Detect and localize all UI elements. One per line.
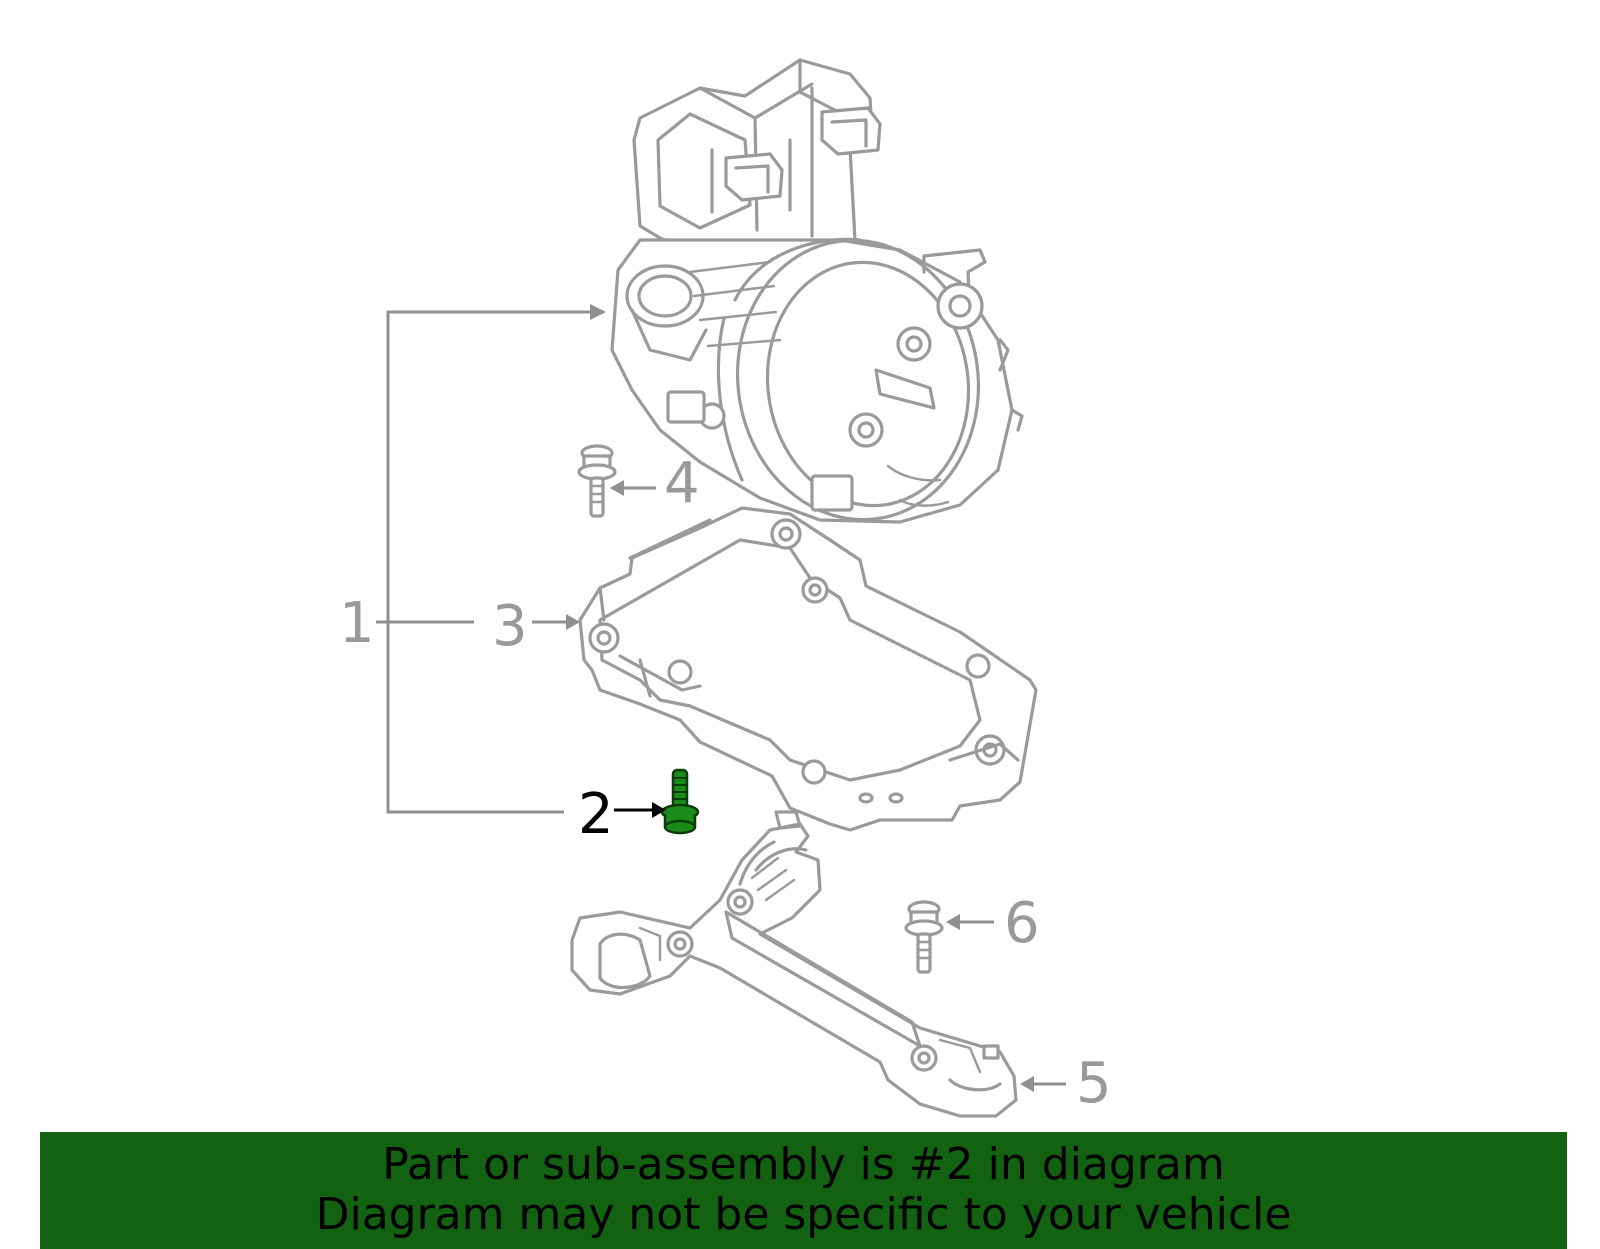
callout-1: 1 (339, 591, 375, 656)
banner-line-2: Diagram may not be specific to your vehi… (315, 1189, 1292, 1240)
crossmember-5[interactable] (570, 810, 1018, 1118)
callout-5: 5 (1076, 1051, 1112, 1116)
bracket-3[interactable] (578, 506, 1038, 832)
callout-4: 4 (664, 451, 700, 516)
info-banner: Part or sub-assembly is #2 in diagram Di… (40, 1132, 1567, 1249)
bolt-6[interactable] (904, 900, 944, 974)
bolt-4[interactable] (577, 444, 617, 518)
callout-3: 3 (492, 594, 528, 659)
leader-lines (376, 304, 1066, 1092)
compressor-assembly[interactable] (610, 58, 1024, 535)
banner-line-1: Part or sub-assembly is #2 in diagram (382, 1139, 1225, 1190)
callout-2: 2 (578, 782, 614, 847)
callout-6: 6 (1004, 891, 1040, 956)
bolt-2-highlighted[interactable] (660, 768, 700, 835)
